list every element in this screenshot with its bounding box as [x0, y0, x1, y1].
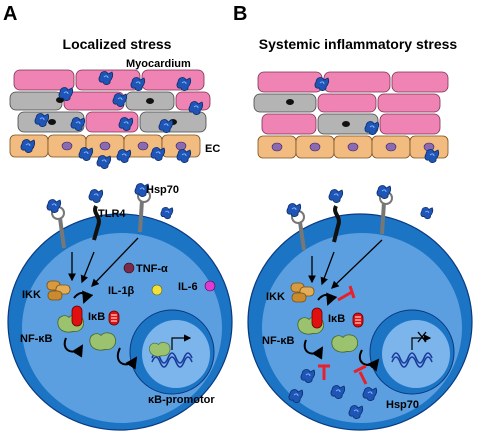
hsp70-label-a: Hsp70 [146, 184, 179, 196]
tnf-label: TNF-α [136, 263, 168, 275]
il6-label: IL-6 [178, 281, 198, 293]
panel-b-title: Systemic inflammatory stress [259, 36, 458, 52]
endothelium-b [257, 135, 449, 159]
endothelium-a [9, 134, 201, 158]
nucleus-b [369, 309, 455, 395]
inhibition-marks-b [318, 364, 368, 385]
signal-arrows-b [308, 239, 383, 289]
cytokines-a: TNF-α IL-1β IL-6 [108, 262, 216, 297]
receptors-a [46, 183, 174, 249]
nfkb-label-b: NF-κB [262, 335, 294, 347]
tlr4-label-a: TLR4 [98, 208, 126, 220]
ikb-label-b: IκB [328, 313, 345, 325]
hsp70-label-b: Hsp70 [386, 399, 419, 411]
panel-b-letter: B [233, 3, 247, 25]
nfkb-label-a: NF-κB [20, 333, 52, 345]
pathway-a: IKK IκB NF-κB [20, 280, 138, 370]
ikb-protein-b [311, 307, 323, 329]
nucleus-a [129, 309, 215, 395]
il1b-label: IL-1β [108, 285, 135, 297]
signal-arrows-a [68, 237, 139, 287]
inhibition-ikk-b [337, 285, 356, 302]
tissue-a: Myocardium EC [9, 58, 220, 170]
ikb-protein-a [71, 305, 83, 327]
ec-label: EC [205, 143, 220, 155]
ikk-label-b: IKK [266, 291, 285, 303]
tissue-b [253, 71, 449, 164]
myocardium-layer-a [9, 69, 211, 133]
promoter-label: κB-promotor [148, 394, 215, 406]
myocardium-layer-b [253, 71, 449, 135]
pathway-b: IKK IκB NF-κB [262, 282, 380, 420]
panel-a-letter: A [3, 3, 17, 25]
receptors-b [286, 185, 434, 251]
ikb-label-a: IκB [88, 311, 105, 323]
ikk-label-a: IKK [22, 289, 41, 301]
myocardium-label: Myocardium [126, 58, 191, 70]
panel-a-title: Localized stress [63, 36, 172, 52]
